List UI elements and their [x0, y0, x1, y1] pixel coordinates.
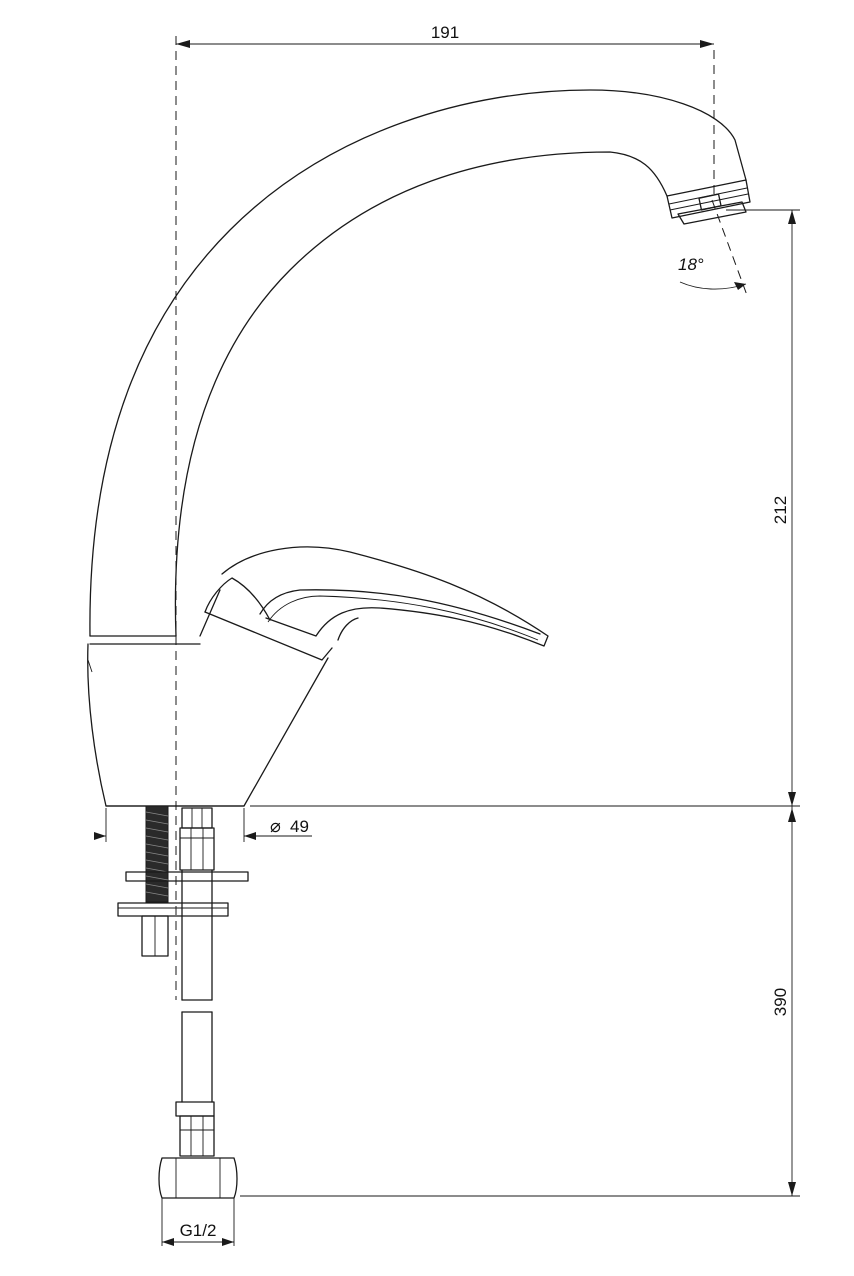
supply-hose-fitting-bottom: [158, 1101, 238, 1199]
diameter-symbol: ⌀: [270, 816, 281, 837]
dimension-connection-thread: G1/2: [161, 1198, 235, 1246]
connection-thread-value: G1/2: [180, 1221, 217, 1240]
faucet-spout: [89, 89, 751, 637]
supply-hose-fitting-top: [179, 807, 215, 871]
dimension-height: 212: [250, 209, 800, 807]
faucet-base-body: [87, 635, 329, 807]
mounting-nut: [141, 915, 169, 957]
height-value: 212: [771, 496, 790, 524]
supply-hose: [181, 869, 213, 1103]
dimension-reach: 191: [176, 23, 714, 48]
dimension-base-diameter: ⌀ 49: [94, 808, 312, 842]
hose-length-value: 390: [771, 988, 790, 1016]
outlet-angle-line: [711, 199, 749, 299]
mounting-washer: [117, 871, 249, 917]
reach-value: 191: [431, 23, 459, 42]
base-diameter-value: 49: [290, 817, 309, 836]
outlet-angle-value: 18°: [678, 255, 704, 274]
dimension-hose-length: 390: [240, 806, 800, 1197]
mixer-lever: [199, 546, 549, 661]
threaded-stud: [145, 805, 169, 903]
dimension-outlet-angle: 18°: [678, 255, 747, 290]
